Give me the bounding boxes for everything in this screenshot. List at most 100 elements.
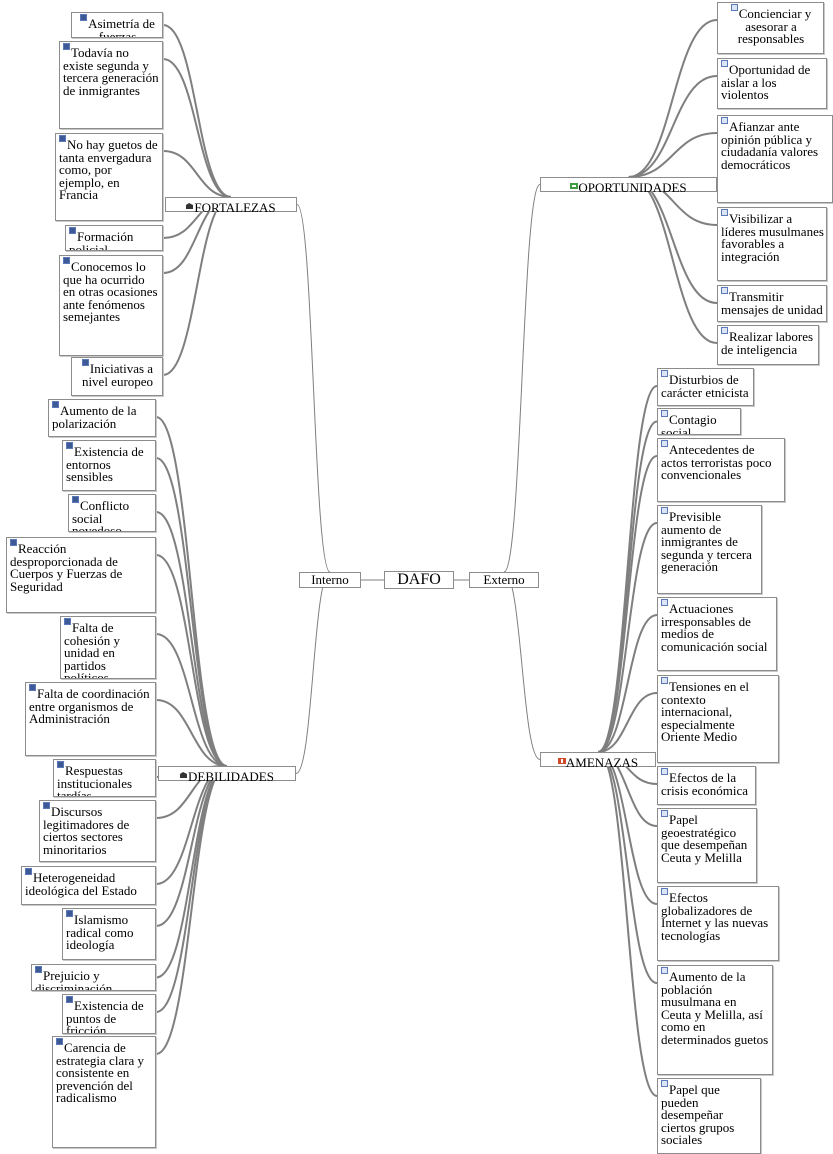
- debilidades-item[interactable]: Carencia de estrategia clara y consisten…: [52, 1036, 156, 1148]
- note-icon: [57, 761, 64, 768]
- amenazas-item[interactable]: Efectos de la crisis económica: [657, 766, 756, 805]
- connector-line: [155, 554, 228, 767]
- amenazas-item[interactable]: Disturbios de carácter etnicista: [657, 368, 754, 406]
- oportunidades-item[interactable]: Afianzar ante opinión pública y ciudadan…: [717, 115, 833, 203]
- group-node-oportunidades-label: OPORTUNIDADES: [578, 180, 687, 195]
- amenazas-item[interactable]: Antecedentes de actos terroristas poco c…: [657, 438, 785, 502]
- amenazas-item-label: Disturbios de carácter etnicista: [661, 372, 749, 400]
- amenazas-item[interactable]: Aumento de la población musulmana en Ceu…: [657, 965, 773, 1075]
- note-icon: [66, 442, 73, 449]
- debilidades-item-label: Existencia de puntos de fricción: [66, 998, 144, 1034]
- note-icon: [59, 135, 66, 142]
- debilidades-item-label: Conflicto social novedoso: [72, 498, 130, 532]
- note-icon: [52, 401, 59, 408]
- note-icon: [661, 888, 668, 895]
- note-icon: [63, 257, 70, 264]
- amenazas-item[interactable]: Previsible aumento de inmigrantes de seg…: [657, 505, 762, 594]
- fortalezas-item[interactable]: Conocemos lo que ha ocurrido en otras oc…: [59, 255, 163, 356]
- connector-line: [155, 765, 228, 1055]
- amenazas-item-label: Papel geoestratégico que desempeñan Ceut…: [661, 812, 748, 865]
- debilidades-item[interactable]: Existencia de puntos de fricción: [62, 994, 156, 1034]
- debilidades-item[interactable]: Heterogeneidad ideológica del Estado: [21, 866, 156, 905]
- amenazas-item-label: Previsible aumento de inmigrantes de seg…: [661, 509, 752, 575]
- note-icon: [35, 966, 42, 973]
- fortalezas-item-label: No hay guetos de tanta envergadura como,…: [59, 137, 158, 203]
- note-icon: [730, 4, 738, 11]
- oportunidades-item[interactable]: Transmitir mensajes de unidad: [717, 285, 827, 322]
- note-icon: [661, 599, 668, 606]
- oportunidades-item[interactable]: Realizar labores de inteligencia: [717, 325, 819, 365]
- debilidades-item[interactable]: Falta de cohesión y unidad en partidos p…: [60, 616, 156, 679]
- note-icon: [66, 910, 73, 917]
- debilidades-item-label: Falta de coordinación entre organismos d…: [29, 686, 150, 727]
- debilidades-item-label: Islamismo radical como ideología: [66, 912, 134, 953]
- connector-line: [597, 614, 658, 753]
- connector-line: [597, 751, 658, 905]
- connector-line: [597, 751, 658, 1097]
- debilidades-item[interactable]: Discursos legitimadores de ciertos secto…: [39, 800, 156, 862]
- debilidades-item-label: Respuestas institucionales tardías: [57, 763, 133, 797]
- connector-line: [155, 457, 228, 767]
- connector-line: [155, 699, 228, 767]
- connector-line: [503, 571, 541, 760]
- amenazas-item[interactable]: Efectos globalizadores de Internet y las…: [657, 886, 779, 961]
- connector-line: [155, 511, 228, 767]
- folder-icon: [180, 767, 188, 778]
- fortalezas-item[interactable]: Iniciativas a nivel europeo: [71, 357, 163, 396]
- amenazas-item[interactable]: Papel que pueden desempeñar ciertos grup…: [657, 1078, 761, 1154]
- connector-line: [597, 385, 658, 753]
- note-icon: [81, 359, 89, 366]
- group-node-fortalezas-label: FORTALEZAS: [194, 200, 276, 215]
- note-icon: [661, 967, 668, 974]
- note-icon: [661, 1080, 668, 1087]
- fortalezas-item[interactable]: Formación policial: [65, 225, 163, 251]
- fortalezas-item[interactable]: Todavía no existe segunda y tercera gene…: [59, 41, 163, 129]
- debilidades-item-label: Existencia de entornos sensibles: [66, 444, 144, 485]
- note-icon: [661, 440, 668, 447]
- oportunidades-item[interactable]: Visibilizar a líderes musulmanes favorab…: [717, 207, 827, 281]
- group-node-debilidades[interactable]: DEBILIDADES: [158, 766, 296, 783]
- amenazas-item[interactable]: Tensiones en el contexto internacional, …: [657, 675, 779, 763]
- note-icon: [661, 677, 668, 684]
- fortalezas-item[interactable]: Asimetría de fuerzas: [71, 12, 163, 38]
- amenazas-item-label: Papel que pueden desempeñar ciertos grup…: [661, 1082, 735, 1148]
- amenazas-item[interactable]: Contagio social: [657, 408, 741, 435]
- opportunity-icon: [570, 178, 579, 189]
- hub-node-interno[interactable]: Interno: [299, 572, 361, 588]
- hub-node-externo[interactable]: Externo: [469, 572, 539, 588]
- connector-line: [503, 184, 541, 573]
- amenazas-item[interactable]: Papel geoestratégico que desempeñan Ceut…: [657, 808, 757, 883]
- fortalezas-item-label: Formación policial: [69, 229, 134, 251]
- debilidades-item-label: Falta de cohesión y unidad en partidos p…: [64, 620, 120, 679]
- note-icon: [80, 14, 88, 21]
- debilidades-item[interactable]: Conflicto social novedoso: [68, 494, 156, 532]
- oportunidades-item-label: Afianzar ante opinión pública y ciudadan…: [721, 119, 819, 172]
- debilidades-item[interactable]: Reacción desproporcionada de Cuerpos y F…: [6, 537, 156, 613]
- note-icon: [721, 60, 728, 67]
- debilidades-item[interactable]: Falta de coordinación entre organismos d…: [25, 682, 156, 756]
- debilidades-item[interactable]: Islamismo radical como ideología: [62, 908, 156, 960]
- amenazas-item[interactable]: Actuaciones irresponsables de medios de …: [657, 597, 777, 671]
- center-node-dafo[interactable]: DAFO: [384, 571, 454, 589]
- connector-line: [597, 522, 658, 753]
- amenazas-item-label: Antecedentes de actos terroristas poco c…: [661, 442, 772, 483]
- group-node-amenazas[interactable]: AMENAZAS: [540, 752, 656, 769]
- group-node-oportunidades[interactable]: OPORTUNIDADES: [540, 177, 717, 195]
- oportunidades-item[interactable]: Concienciar y asesorar a responsables: [717, 2, 824, 54]
- oportunidades-item[interactable]: Oportunidad de aislar a los violentos: [717, 58, 827, 109]
- connector-line: [155, 765, 228, 979]
- debilidades-item[interactable]: Aumento de la polarización: [48, 399, 156, 437]
- connector-line: [162, 196, 232, 376]
- debilidades-item[interactable]: Existencia de entornos sensibles: [62, 440, 156, 491]
- fortalezas-item[interactable]: No hay guetos de tanta envergadura como,…: [55, 133, 163, 221]
- debilidades-item[interactable]: Respuestas institucionales tardías: [53, 759, 156, 797]
- group-node-fortalezas[interactable]: FORTALEZAS: [165, 197, 297, 215]
- debilidades-item[interactable]: Prejuicio y discriminación: [31, 964, 156, 991]
- connector-line: [162, 150, 232, 198]
- fortalezas-item-label: Conocemos lo que ha ocurrido en otras oc…: [63, 259, 158, 325]
- note-icon: [56, 1038, 63, 1045]
- note-icon: [661, 410, 668, 417]
- debilidades-item-label: Discursos legitimadores de ciertos secto…: [43, 804, 130, 857]
- note-icon: [721, 117, 728, 124]
